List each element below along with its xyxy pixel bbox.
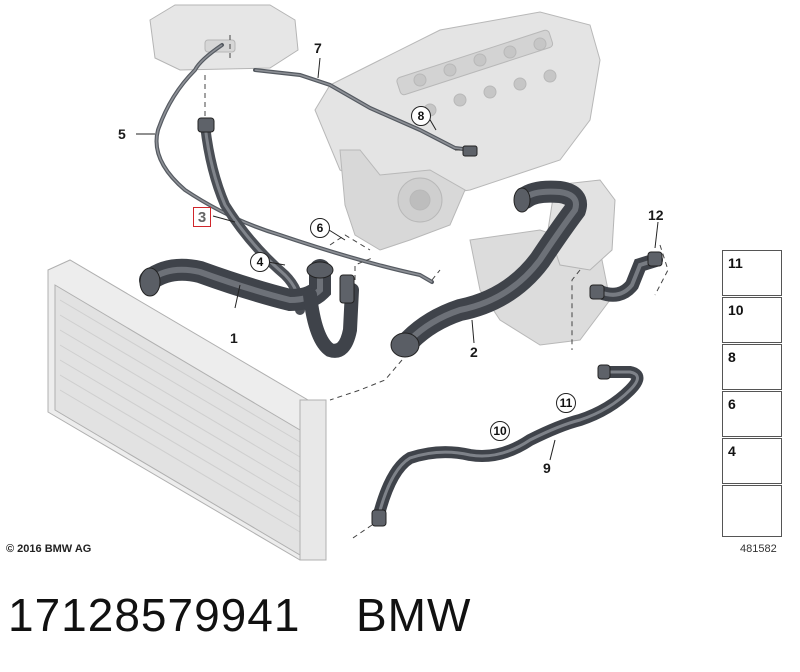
circle-callout-10: 10 [490, 421, 510, 441]
radiator [47, 259, 327, 561]
circle-callout-11: 11 [556, 393, 576, 413]
legend-label-11: 11 [728, 255, 743, 271]
guide-lines [204, 35, 669, 541]
brand-name: BMW [356, 589, 472, 641]
leader-lines [136, 57, 659, 461]
legend-label-8: 8 [728, 349, 736, 365]
hose-2 [390, 180, 587, 358]
circle-callout-4: 4 [250, 252, 270, 272]
legend-item-6: 6 [722, 391, 782, 437]
callout-5: 5 [118, 126, 126, 142]
legend-item-4: 4 [722, 438, 782, 484]
engine-block [314, 11, 611, 346]
hose-12 [593, 253, 663, 302]
callout-2: 2 [470, 344, 478, 360]
part-number: 17128579941 [8, 589, 301, 641]
legend-item-11: 11 [722, 250, 782, 296]
diagram-artwork [47, 4, 781, 561]
clips [197, 117, 663, 527]
callout-7: 7 [314, 40, 322, 56]
callout-12: 12 [648, 207, 664, 223]
bleed-lines-highlight [155, 44, 473, 283]
hose-1 [139, 258, 359, 358]
hose-9 [372, 366, 644, 524]
legend-item-8: 8 [722, 344, 782, 390]
expansion-tank [149, 4, 299, 71]
legend-label-10: 10 [728, 302, 744, 318]
legend-arrow-cell [722, 485, 782, 537]
diagram-reference-number: 481582 [740, 543, 777, 555]
legend-item-10: 10 [722, 297, 782, 343]
parts-diagram: 5 7 1 2 9 12 3 4 6 8 10 11 11 10 8 6 4 ©… [6, 4, 782, 561]
legend-label-6: 6 [728, 396, 736, 412]
circle-callout-8: 8 [411, 106, 431, 126]
callout-1: 1 [230, 330, 238, 346]
legend-label-4: 4 [728, 443, 736, 459]
copyright-notice: © 2016 BMW AG [6, 543, 92, 555]
circle-callout-6: 6 [310, 218, 330, 238]
callout-3-highlighted: 3 [193, 207, 211, 227]
callout-9: 9 [543, 460, 551, 476]
